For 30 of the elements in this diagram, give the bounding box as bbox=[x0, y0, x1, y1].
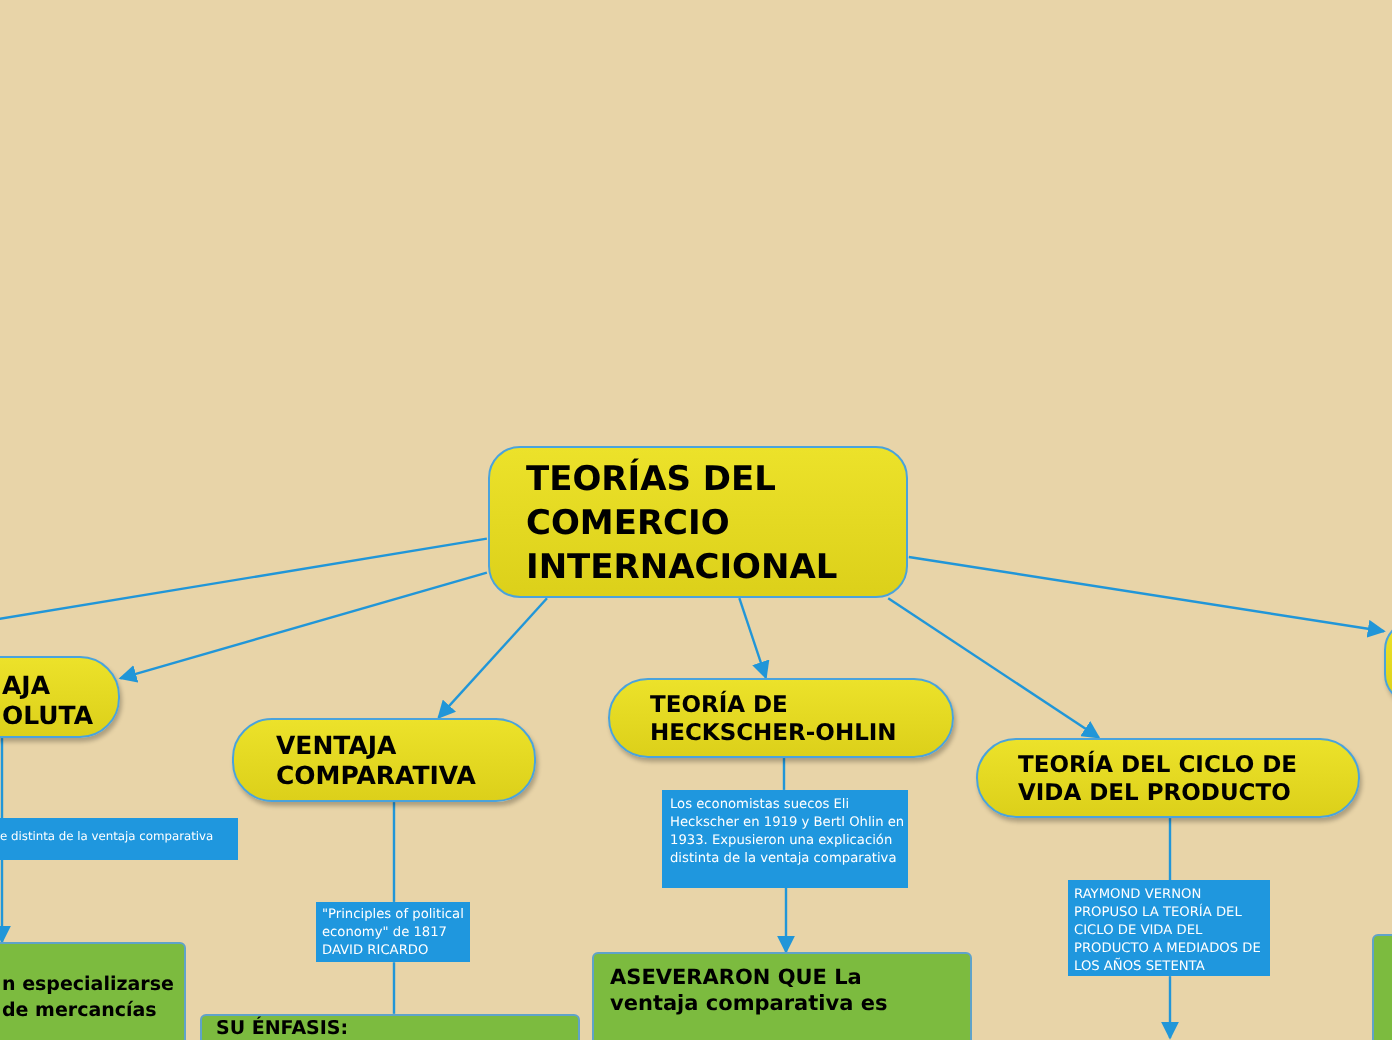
note-box bbox=[0, 818, 238, 860]
arrow bbox=[437, 597, 548, 719]
connector-line bbox=[782, 758, 786, 790]
arrow bbox=[908, 555, 1386, 638]
arrow bbox=[0, 860, 11, 944]
node-text: TEORÍA DE HECKSCHER-OHLIN bbox=[650, 690, 899, 746]
connector-line bbox=[392, 802, 396, 902]
topic-bubble bbox=[976, 738, 1360, 818]
detail-box bbox=[0, 942, 186, 1040]
note-box bbox=[662, 790, 908, 888]
topic-bubble bbox=[232, 718, 536, 802]
arrow bbox=[738, 597, 770, 680]
detail-box bbox=[592, 952, 972, 1040]
connector-line bbox=[0, 537, 488, 624]
connector-line bbox=[0, 738, 4, 818]
node-text: ASEVERARON QUE La ventaja comparativa es bbox=[610, 966, 890, 1016]
connector-line bbox=[1168, 818, 1172, 880]
central-topic bbox=[488, 446, 908, 598]
connector-line bbox=[392, 962, 396, 1014]
arrow bbox=[777, 888, 795, 954]
node-text: TEORÍA DEL CICLO DE VIDA DEL PRODUCTO bbox=[1018, 750, 1300, 806]
arrow bbox=[1161, 976, 1179, 1040]
arrow bbox=[118, 571, 488, 683]
node-text: VENTAJA COMPARATIVA bbox=[276, 730, 478, 790]
arrow bbox=[887, 597, 1101, 739]
node-text: n especializarse de mercancías bbox=[2, 972, 176, 1024]
topic-bubble bbox=[608, 678, 954, 758]
node-text: AJA OLUTA bbox=[2, 670, 96, 730]
node-text: SU ÉNFASIS: bbox=[216, 1018, 351, 1040]
title-text: TEORÍAS DEL COMERCIO INTERNACIONAL bbox=[526, 458, 840, 590]
